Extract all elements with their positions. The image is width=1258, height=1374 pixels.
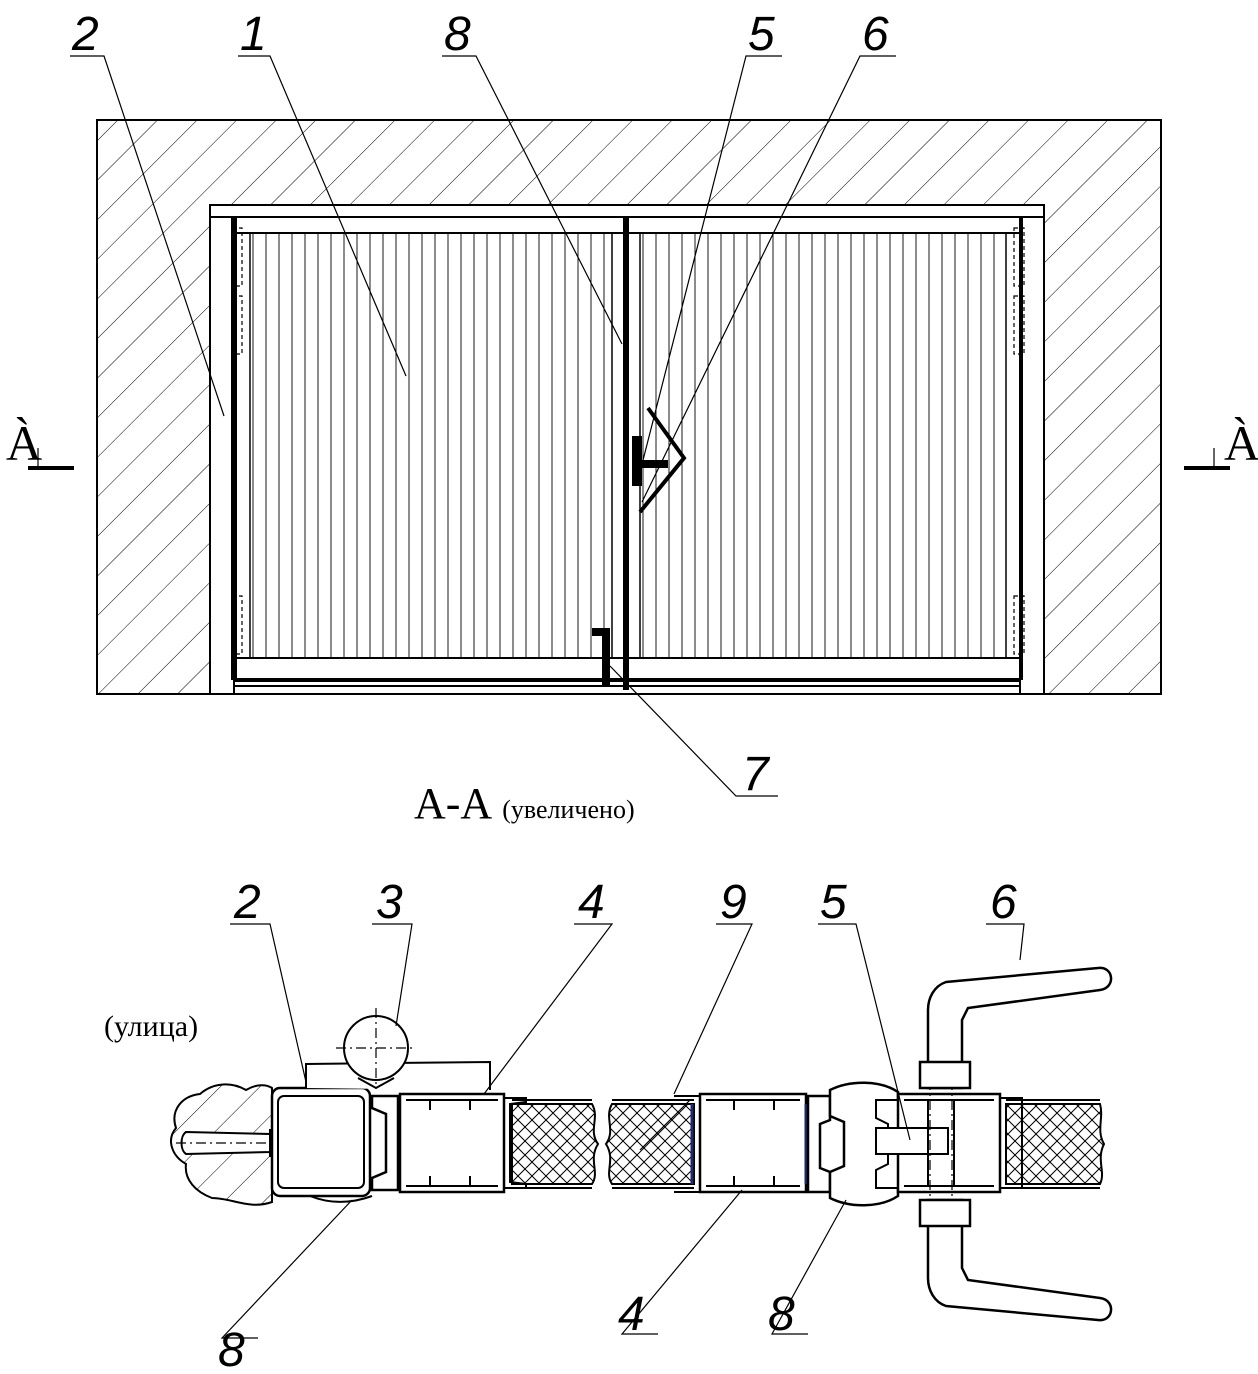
callout-top-2: 2 [71, 8, 99, 61]
callout-top-5: 5 [748, 8, 775, 61]
callout-bot-4a: 4 [578, 876, 605, 929]
lock-handle-front [632, 406, 687, 514]
frame-post-right [1019, 204, 1045, 695]
front-view: À À 2 1 8 5 6 7 [6, 8, 1258, 801]
hinges-left [231, 227, 243, 655]
section-mark-left: À [6, 415, 74, 471]
leaf-profile-middle [674, 1092, 808, 1194]
panel-left [511, 1103, 600, 1185]
callout-top-6: 6 [862, 8, 889, 61]
leaf-profile-left [309, 1092, 527, 1203]
callout-top-8: 8 [444, 8, 471, 61]
hinges-right [1013, 227, 1025, 655]
street-note: (улица) [104, 1010, 198, 1043]
gate-leaf-right [627, 216, 1021, 681]
section-mark-right: À [1184, 415, 1258, 471]
section-leaders [220, 923, 1025, 1339]
panel-right [1005, 1103, 1106, 1185]
callout-bot-4b: 4 [618, 1288, 645, 1341]
callout-bot-5: 5 [820, 876, 847, 929]
callout-bot-2: 2 [233, 876, 261, 929]
callout-top-1: 1 [240, 8, 267, 61]
callout-bot-6: 6 [990, 876, 1017, 929]
door-handles [918, 966, 1113, 1322]
svg-text:À: À [6, 415, 42, 471]
gate-leaf-left [235, 216, 625, 681]
section-title: A-A (увеличено) [414, 779, 635, 828]
svg-text:À: À [1224, 415, 1258, 471]
floor-bolt-front [592, 628, 610, 686]
hinge-profile [305, 1008, 491, 1090]
frame-top [209, 204, 1045, 218]
frame-post-profile [270, 1086, 372, 1198]
callout-bot-8b: 8 [768, 1288, 795, 1341]
callout-bot-9: 9 [720, 876, 747, 929]
panel-middle [604, 1103, 695, 1185]
callout-top-7: 7 [742, 748, 771, 801]
front-leaders [70, 55, 896, 797]
callout-bot-8a: 8 [218, 1324, 245, 1374]
lock-case [875, 1060, 1023, 1230]
center-overlap-profile [806, 1081, 900, 1207]
section-view: (улица) [104, 876, 1113, 1374]
callout-bot-3: 3 [376, 876, 403, 929]
frame-post-left [209, 204, 235, 695]
